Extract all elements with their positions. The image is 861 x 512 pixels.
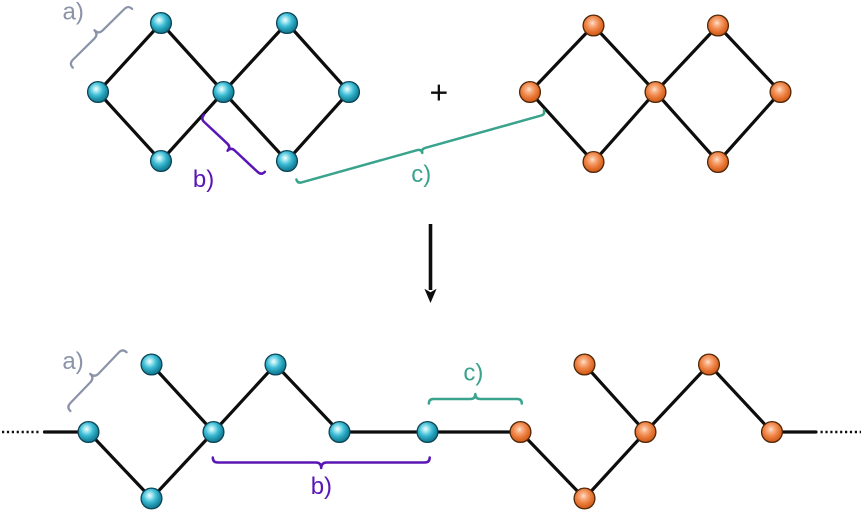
svg-text:b): b) bbox=[193, 166, 214, 193]
svg-text:+: + bbox=[430, 75, 449, 111]
svg-text:c): c) bbox=[463, 360, 483, 387]
svg-text:b): b) bbox=[311, 473, 332, 500]
svg-text:c): c) bbox=[411, 161, 431, 188]
svg-text:a): a) bbox=[62, 348, 83, 375]
svg-text:a): a) bbox=[63, 0, 84, 25]
